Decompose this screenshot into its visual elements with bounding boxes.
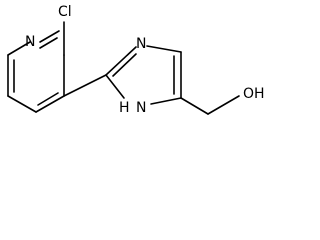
double-bond-inner-c3-c4 (37, 92, 59, 106)
bond-c5-n1 (150, 97, 182, 105)
imidazole-ring (105, 45, 182, 105)
bond-n1-c2 (39, 30, 60, 43)
bond-pyridine-imidazole (63, 74, 107, 97)
imidazole-nh-nitrogen-label: N (136, 100, 146, 116)
double-bond-inner-c2-n1 (39, 37, 58, 49)
bond-c5-c4 (7, 95, 37, 113)
bond-c4-c3 (35, 95, 65, 113)
pyridine-ring (7, 30, 65, 113)
imidazole-nitrogen-label: N (136, 36, 146, 52)
chemical-structure: Cl N N H N OH (7, 4, 265, 116)
bond-c5-ch2 (180, 97, 209, 115)
bond-c2-n3 (105, 46, 137, 76)
bond-n1-c2 (105, 74, 125, 99)
bond-n1-c6 (7, 41, 31, 56)
double-bond-inner-c2-n3 (112, 53, 137, 77)
imidazole-nh-hydrogen-label: H (119, 100, 130, 116)
hydroxyl-label: OH (243, 86, 265, 102)
chlorine-label: Cl (58, 4, 72, 20)
pyridine-nitrogen-label: N (25, 34, 35, 50)
bond-ch2-o (207, 95, 240, 115)
bond-n3-c4 (146, 45, 182, 53)
